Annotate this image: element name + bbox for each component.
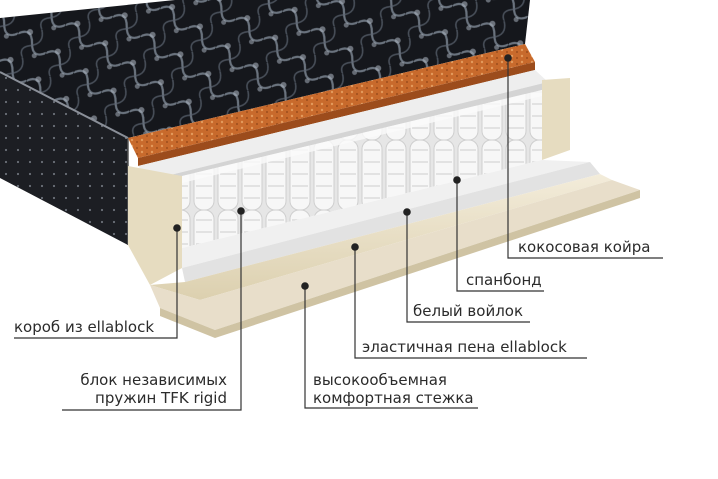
bottom-felt-layer [182, 160, 600, 282]
label-spring-block-line1: блок независимых [80, 371, 227, 389]
leader-ellablock-box [14, 228, 178, 339]
mattress-cover [0, 0, 530, 245]
label-comfort-quilting-line2: комфортная стежка [313, 389, 474, 407]
leader-comfort-quilting [304, 286, 478, 409]
leader-lines [14, 58, 663, 411]
spring-block [182, 90, 542, 248]
leader-spring-block [62, 211, 242, 411]
coconut-coir-layer [128, 44, 535, 166]
leader-coconut-coir [507, 58, 663, 259]
label-elastic-foam: эластичная пена ellablock [362, 338, 567, 356]
label-coconut-coir: кокосовая койра [518, 238, 651, 256]
ellablock-box [128, 78, 570, 285]
label-ellablock-box: короб из ellablock [14, 318, 155, 336]
label-spring-block-line2: пружин TFK rigid [95, 389, 227, 407]
leader-dots [173, 54, 512, 290]
leader-elastic-foam [354, 247, 587, 359]
label-white-felt: белый войлок [413, 302, 524, 320]
label-comfort-quilting-line1: высокообъемная [313, 371, 447, 389]
label-spunbond: спанбонд [466, 271, 542, 289]
comfort-quilting-layer [150, 180, 640, 338]
leader-white-felt [406, 212, 530, 323]
leader-spunbond [456, 180, 544, 292]
elastic-foam-layer [150, 174, 612, 300]
